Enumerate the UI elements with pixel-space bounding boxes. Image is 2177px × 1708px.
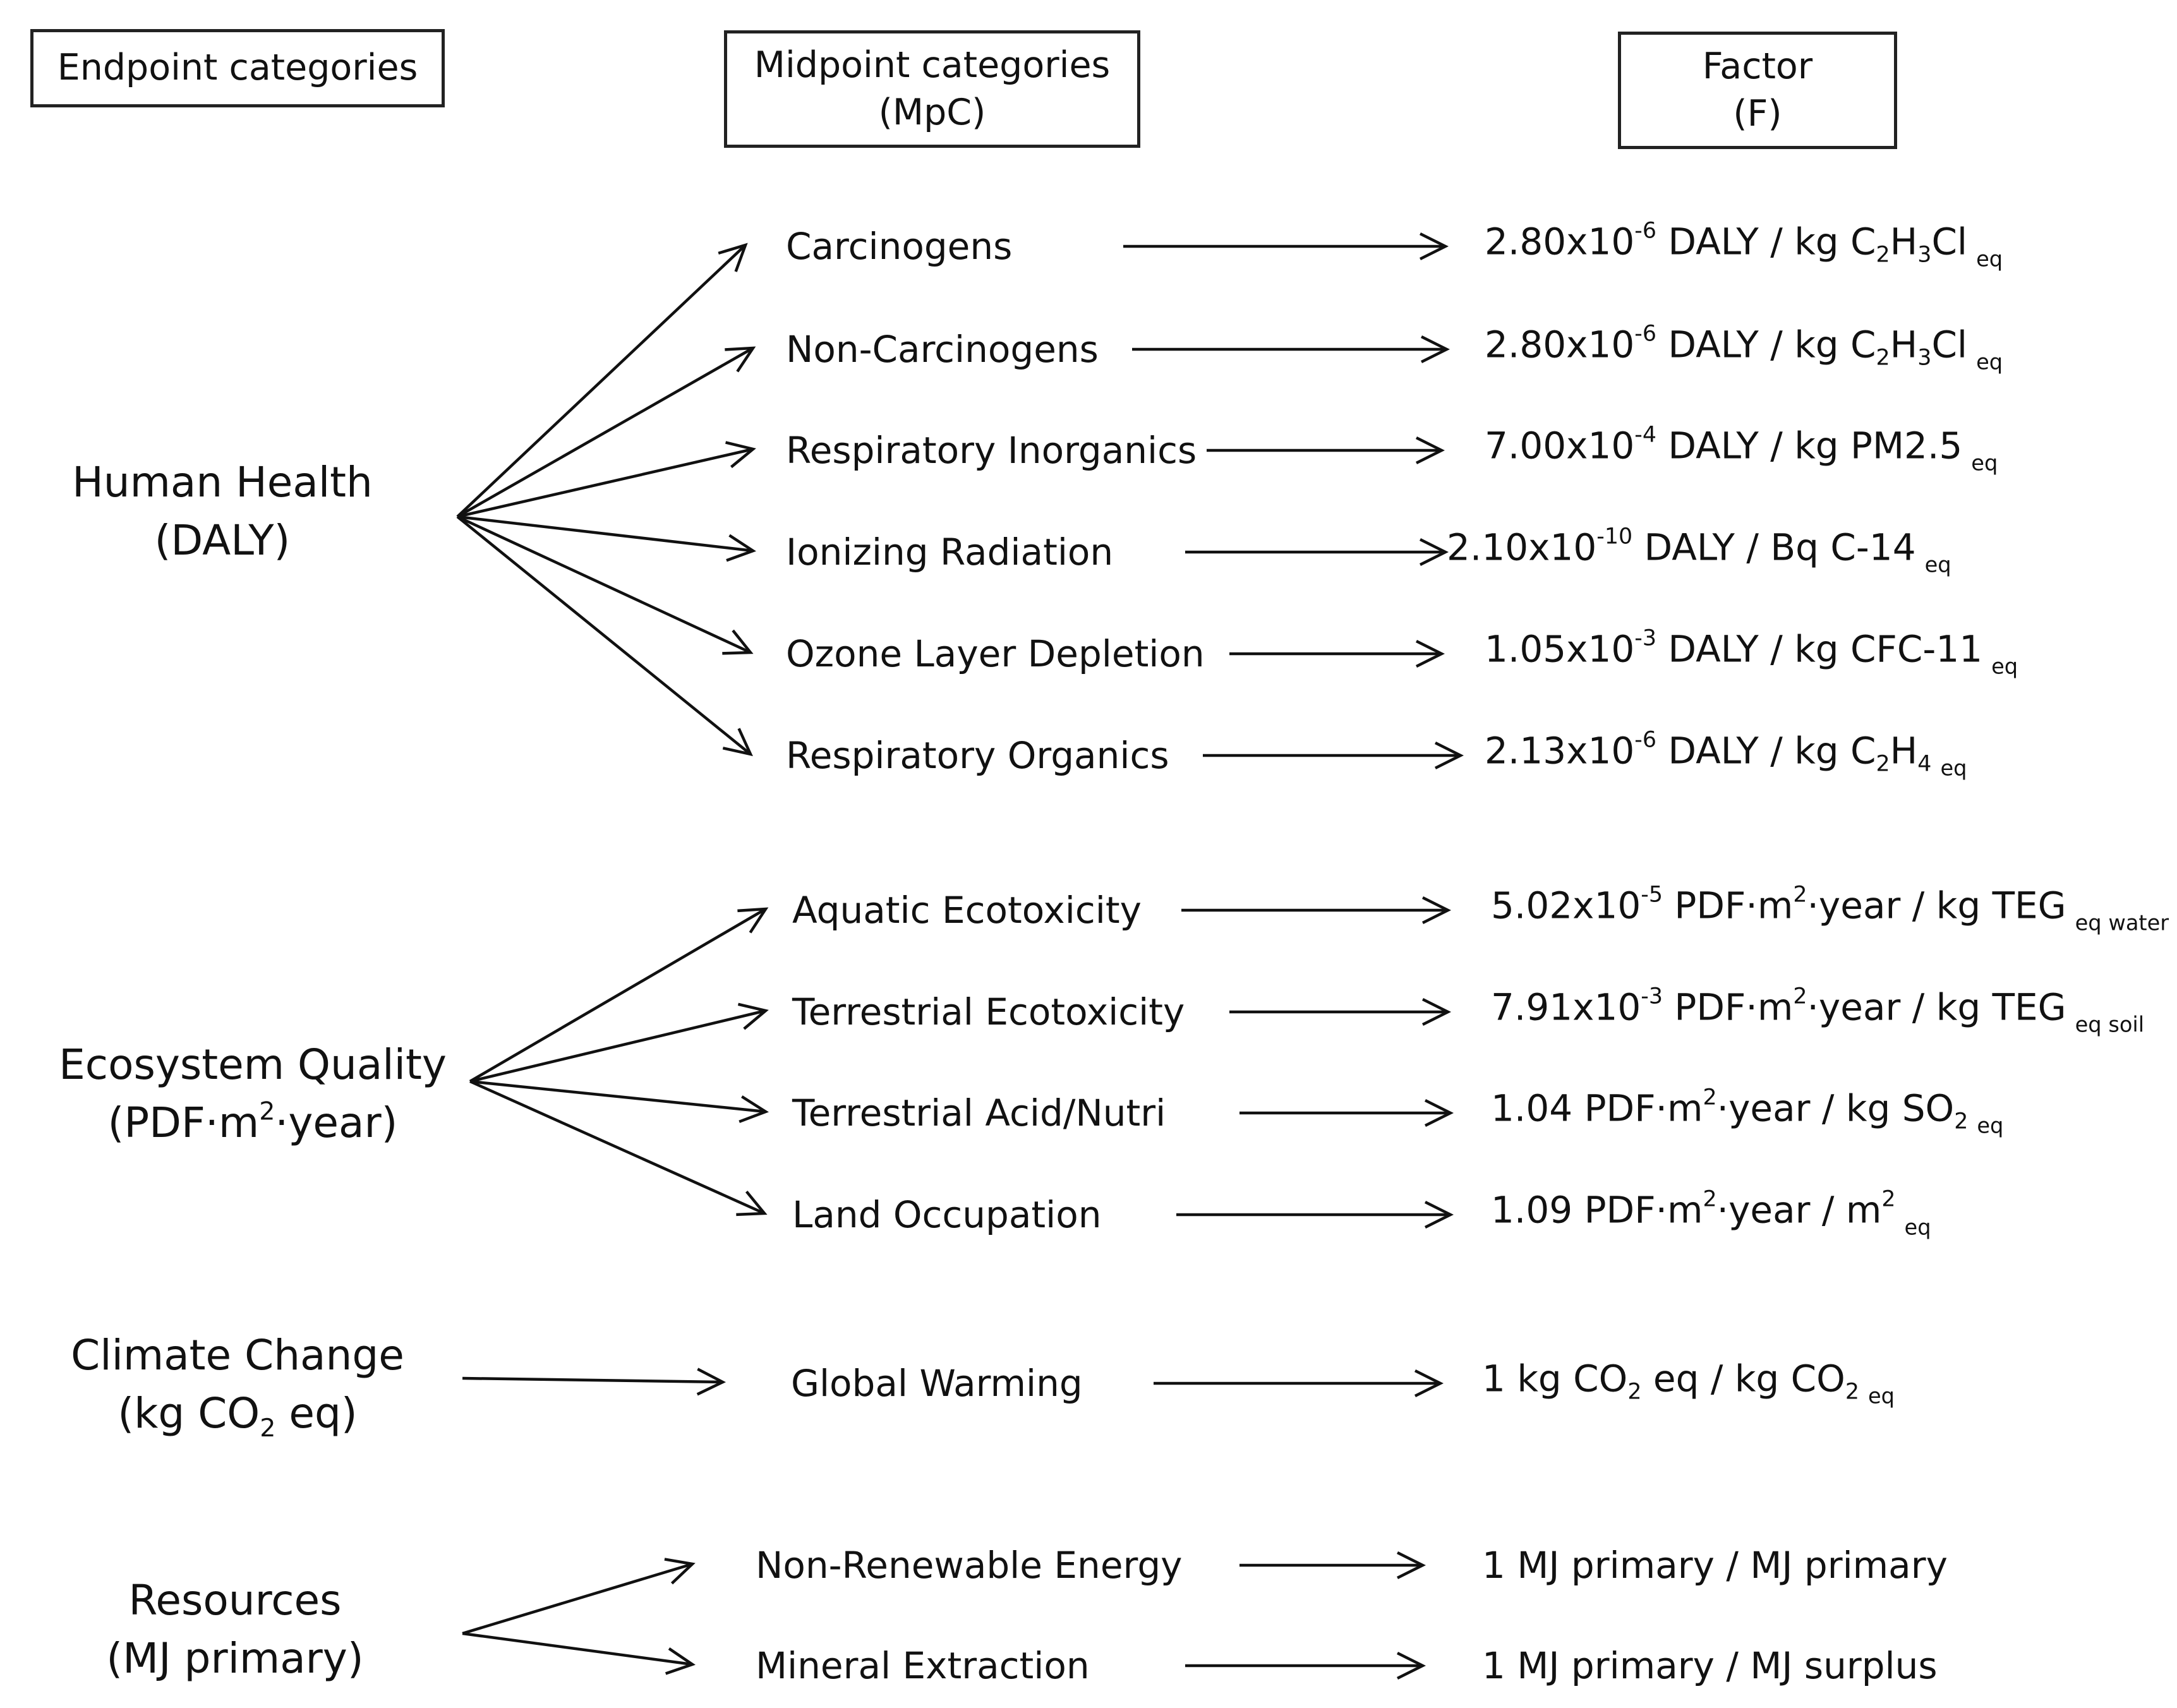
endpoint-to-midpoint-arrow xyxy=(457,515,751,654)
midpoint-to-factor-arrow-head xyxy=(1424,1200,1454,1229)
midpoint-label: Terrestrial Acid/Nutri xyxy=(792,1092,1166,1134)
endpoint-to-midpoint-arrow-head xyxy=(737,1002,769,1030)
midpoint-to-factor-arrow-head xyxy=(1396,1651,1426,1680)
endpoint-to-midpoint-arrow xyxy=(469,1080,765,1215)
endpoint-to-midpoint-arrow xyxy=(456,244,747,518)
endpoint-hh: Human Health (DALY) xyxy=(72,454,373,570)
endpoint-to-midpoint-arrow xyxy=(469,1080,766,1114)
endpoint-to-midpoint-arrow-head xyxy=(696,1368,727,1396)
endpoint-to-midpoint-arrow xyxy=(462,1562,693,1635)
midpoint-to-factor-arrow-head xyxy=(1419,538,1449,567)
midpoint-to-factor-arrow-head xyxy=(1419,232,1449,261)
factor-header-line2: (F) xyxy=(1733,93,1782,135)
endpoint-to-midpoint-arrow-head xyxy=(737,907,769,934)
endpoint-to-midpoint-arrow-head xyxy=(726,534,756,562)
endpoint-to-midpoint-arrow-head xyxy=(664,1558,696,1585)
midpoint-label: Aquatic Ecotoxicity xyxy=(792,889,1142,932)
factor-header-line1: Factor xyxy=(1702,45,1813,87)
midpoint-to-factor-arrow-head xyxy=(1414,1369,1444,1398)
midpoint-label: Non-Renewable Energy xyxy=(756,1544,1183,1587)
endpoint-to-midpoint-arrow xyxy=(469,908,767,1083)
endpoint-cc-unit: (kg CO2 eq) xyxy=(118,1389,358,1443)
endpoint-to-midpoint-arrow-head xyxy=(722,629,754,655)
endpoint-header-label: Endpoint categories xyxy=(57,47,418,89)
endpoint-to-midpoint-arrow-head xyxy=(739,1095,769,1123)
endpoint-to-midpoint-arrow-head xyxy=(722,728,753,757)
endpoint-to-midpoint-arrow-head xyxy=(725,441,756,469)
midpoint-to-factor-arrow-head xyxy=(1415,639,1445,668)
endpoint-cc: Climate Change (kg CO2 eq) xyxy=(71,1326,404,1443)
midpoint-label: Ozone Layer Depletion xyxy=(786,632,1205,675)
midpoint-to-factor-arrow-head xyxy=(1396,1551,1426,1580)
midpoint-label: Ionizing Radiation xyxy=(786,531,1114,574)
factor-value: 1.09 PDF·m2·year / m2eq xyxy=(1491,1186,1931,1239)
endpoint-hh-name: Human Health xyxy=(72,458,373,507)
midpoint-to-factor-arrow-head xyxy=(1421,896,1452,925)
factor-value: 1 MJ primary / MJ primary xyxy=(1482,1544,1948,1587)
endpoint-to-midpoint-arrow xyxy=(462,1632,693,1666)
endpoint-header: Endpoint categories xyxy=(30,29,445,107)
endpoint-eq-unit: (PDF·m2·year) xyxy=(107,1097,398,1148)
midpoint-label: Non-Carcinogens xyxy=(786,328,1099,371)
midpoint-label: Global Warming xyxy=(791,1362,1083,1405)
endpoint-eq-name: Ecosystem Quality xyxy=(59,1040,447,1089)
midpoint-to-factor-arrow-head xyxy=(1421,997,1452,1026)
endpoint-to-midpoint-arrow xyxy=(469,1009,766,1083)
midpoint-label: Terrestrial Ecotoxicity xyxy=(792,990,1185,1033)
midpoint-label: Mineral Extraction xyxy=(756,1644,1090,1687)
midpoint-label: Respiratory Organics xyxy=(786,734,1169,777)
factor-header: Factor (F) xyxy=(1618,32,1897,149)
endpoint-to-midpoint-arrow xyxy=(457,447,754,519)
factor-value: 1 MJ primary / MJ surplus xyxy=(1482,1644,1938,1687)
endpoint-to-midpoint-arrow-head xyxy=(725,346,756,373)
endpoint-eq: Ecosystem Quality (PDF·m2·year) xyxy=(59,1036,447,1153)
endpoint-to-midpoint-arrow xyxy=(456,347,754,518)
endpoint-to-midpoint-arrow-head xyxy=(736,1190,768,1217)
endpoint-to-midpoint-arrow-head xyxy=(718,243,748,272)
endpoint-to-midpoint-arrow xyxy=(456,515,752,755)
midpoint-header: Midpoint categories (MpC) xyxy=(724,30,1140,148)
endpoint-cc-name: Climate Change xyxy=(71,1331,404,1380)
midpoint-to-factor-arrow-head xyxy=(1420,335,1450,364)
midpoint-label: Land Occupation xyxy=(792,1193,1102,1236)
midpoint-to-factor-arrow-head xyxy=(1434,741,1464,770)
endpoint-res: Resources (MJ primary) xyxy=(106,1572,363,1688)
midpoint-label: Respiratory Inorganics xyxy=(786,429,1197,472)
endpoint-hh-unit: (DALY) xyxy=(154,516,291,565)
midpoint-label: Carcinogens xyxy=(786,225,1013,268)
endpoint-to-midpoint-arrow xyxy=(462,1376,723,1384)
midpoint-header-line2: (MpC) xyxy=(878,92,986,133)
midpoint-header-line1: Midpoint categories xyxy=(754,44,1111,86)
endpoint-to-midpoint-arrow-head xyxy=(665,1647,696,1675)
midpoint-to-factor-arrow-head xyxy=(1424,1098,1454,1128)
endpoint-res-unit: (MJ primary) xyxy=(106,1634,364,1683)
midpoint-to-factor-arrow-head xyxy=(1415,436,1445,465)
endpoint-res-name: Resources xyxy=(128,1576,342,1625)
endpoint-to-midpoint-arrow xyxy=(457,515,754,553)
